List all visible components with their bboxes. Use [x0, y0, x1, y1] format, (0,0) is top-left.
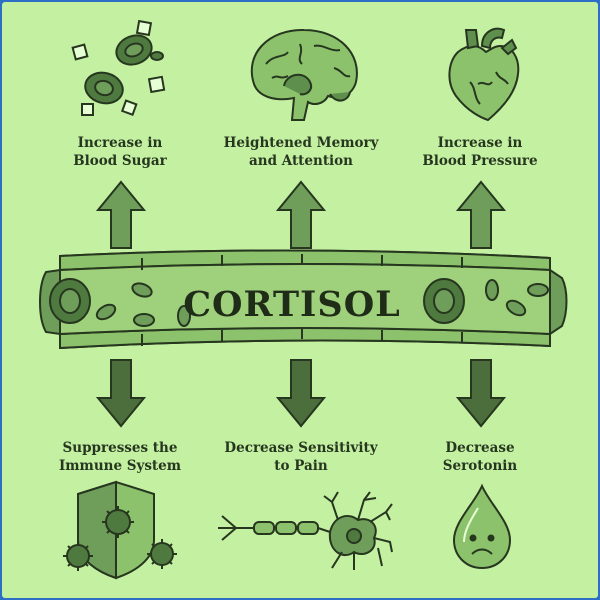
- arrow-down-icon: [96, 359, 146, 428]
- sad-drop-icon: [452, 483, 512, 570]
- arrow-down-icon: [276, 359, 326, 428]
- blood-sugar-icon: [71, 20, 166, 116]
- arrow-up-icon: [276, 180, 326, 249]
- brain-icon: [250, 28, 358, 121]
- neuron-icon: [218, 491, 393, 570]
- arrow-up-icon: [456, 180, 506, 249]
- arrow-up-icon: [96, 180, 146, 249]
- page-title: CORTISOL: [183, 284, 401, 325]
- heart-icon: [448, 27, 520, 122]
- blood-vessel-band: [39, 249, 568, 350]
- immune-shield-icon: [63, 480, 177, 580]
- arrow-down-icon: [456, 359, 506, 428]
